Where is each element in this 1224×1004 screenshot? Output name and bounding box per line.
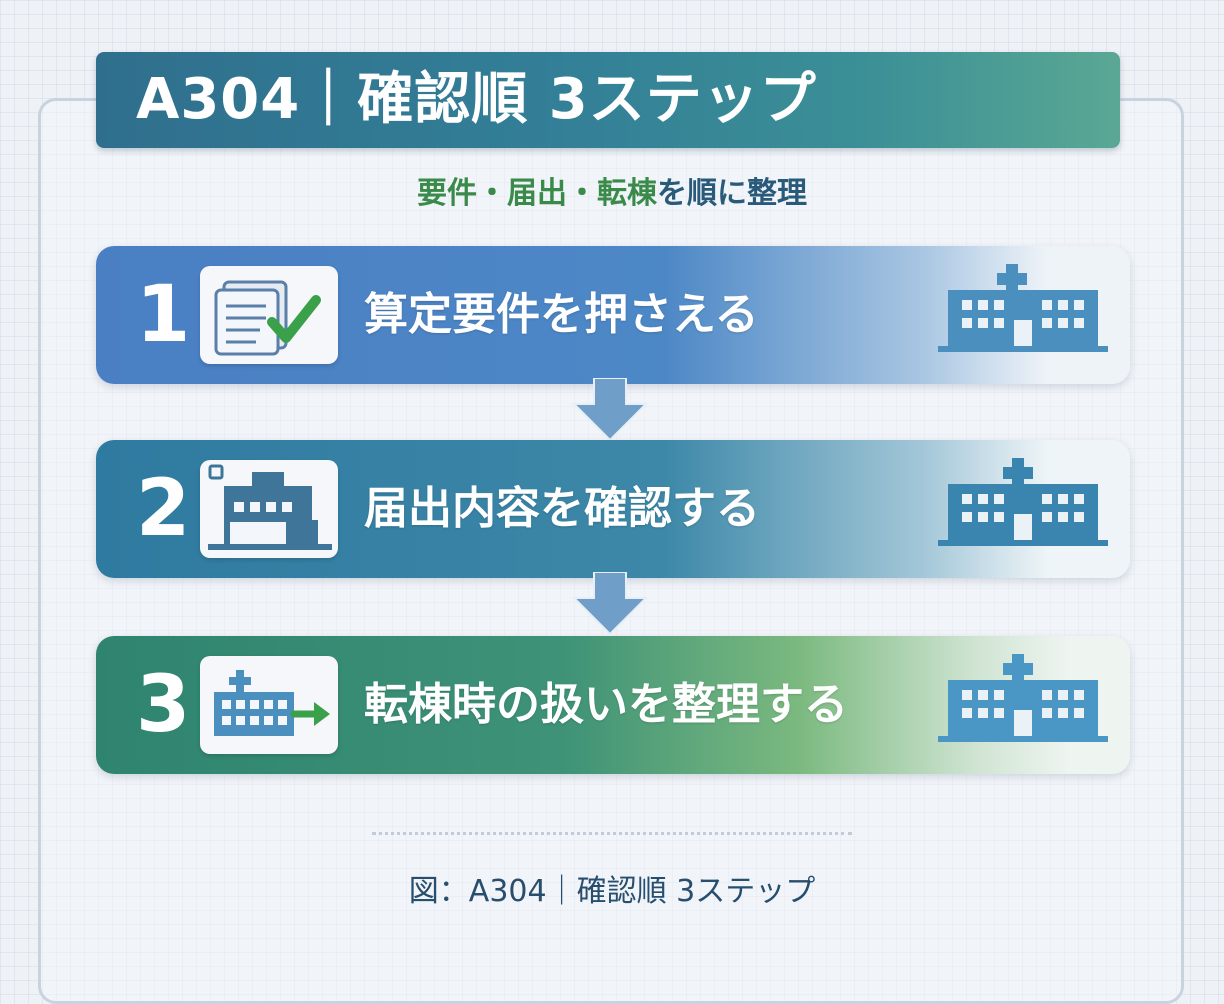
- hospital-transfer-icon: [200, 656, 338, 754]
- step-card-3: 3 転棟時の扱いを整理する: [96, 636, 1130, 774]
- figure-caption: 図：A304｜確認順 3ステップ: [408, 874, 816, 909]
- step-number: 3: [136, 660, 191, 750]
- hospital-icon: [938, 262, 1108, 358]
- step-number: 1: [136, 270, 191, 360]
- subtitle-highlight: 要件・届出・転棟: [417, 176, 657, 211]
- hospital-icon: [938, 456, 1108, 552]
- hospital-icon: [938, 652, 1108, 748]
- down-arrow-icon: [571, 378, 649, 442]
- step-label: 届出内容を確認する: [364, 483, 760, 534]
- divider: [372, 832, 852, 835]
- building-document-icon: [200, 460, 338, 558]
- subtitle: 要件・届出・転棟を順に整理: [0, 168, 1224, 212]
- page-title: A304｜確認順 3ステップ: [136, 67, 817, 132]
- subtitle-rest: を順に整理: [657, 176, 807, 211]
- title-banner: A304｜確認順 3ステップ: [96, 52, 1120, 148]
- down-arrow-icon: [571, 572, 649, 636]
- checklist-icon: [200, 266, 338, 364]
- step-card-1: 1 算定要件を押さえる: [96, 246, 1130, 384]
- step-card-2: 2 届出内容を確認する: [96, 440, 1130, 578]
- step-label: 算定要件を押さえる: [364, 289, 759, 340]
- step-label: 転棟時の扱いを整理する: [364, 679, 848, 730]
- step-number: 2: [136, 464, 191, 554]
